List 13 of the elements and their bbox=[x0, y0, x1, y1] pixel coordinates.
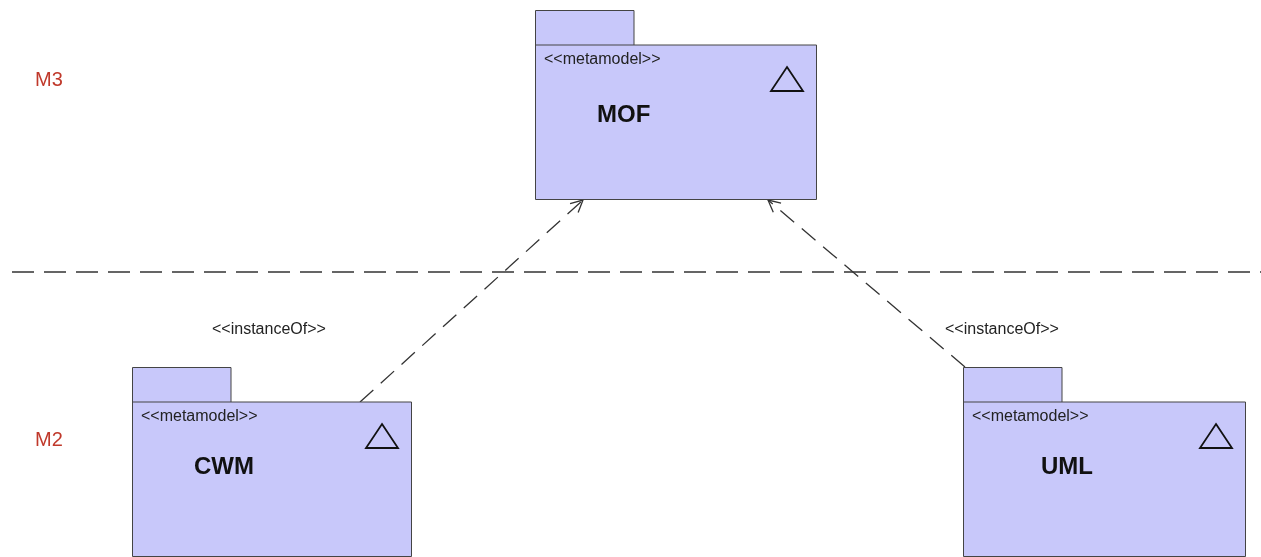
package-box bbox=[963, 367, 1246, 557]
package-box bbox=[535, 10, 817, 200]
package-name: MOF bbox=[597, 100, 651, 128]
dependency-arrow bbox=[767, 199, 966, 368]
package-name: CWM bbox=[194, 452, 254, 480]
stereotype-label: <<metamodel>> bbox=[544, 50, 661, 68]
package-box bbox=[132, 367, 412, 557]
package-name: UML bbox=[1041, 452, 1093, 480]
stereotype-label: <<metamodel>> bbox=[972, 407, 1089, 425]
level-label: M2 bbox=[35, 428, 63, 451]
stereotype-label: <<metamodel>> bbox=[141, 407, 258, 425]
dependency-arrow bbox=[359, 199, 584, 403]
level-label: M3 bbox=[35, 68, 63, 91]
